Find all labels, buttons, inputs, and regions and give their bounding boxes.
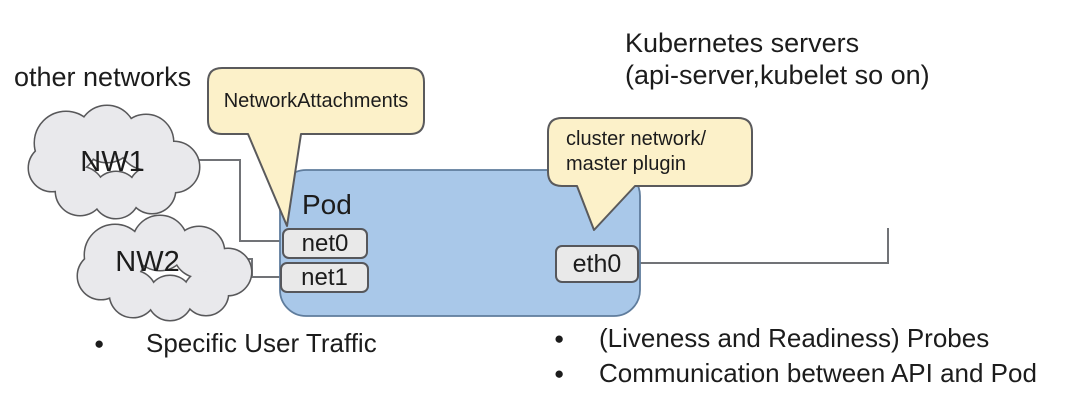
pod-box: [279, 169, 641, 317]
connector-eth0-to-kubernetes: [637, 228, 889, 264]
interface-eth0-label: eth0: [572, 249, 622, 278]
kubernetes-servers-line2: (api-server,kubelet so on): [625, 60, 930, 90]
callout-cluster-network-line1: cluster network/: [566, 128, 707, 150]
bullet-item: Specific User Traffic: [88, 326, 377, 361]
bullet-item: Communication between API and Pod: [548, 356, 1037, 391]
interface-net1: net1: [280, 262, 369, 293]
bullet-text: (Liveness and Readiness) Probes: [599, 323, 990, 353]
callout-cluster-network-text: cluster network/ master plugin: [566, 127, 746, 177]
kubernetes-servers-label: Kubernetes servers (api-server,kubelet s…: [625, 27, 930, 91]
interface-net1-label: net1: [301, 263, 348, 291]
callout-cluster-network-bubble: [547, 117, 753, 231]
bullet-dot-icon: [94, 335, 107, 352]
bullet-text: Specific User Traffic: [146, 328, 377, 358]
interface-net0: net0: [282, 228, 368, 259]
cloud-nw1-label: NW1: [80, 146, 145, 178]
bullet-item: (Liveness and Readiness) Probes: [548, 321, 1037, 356]
bullet-dot-icon: [554, 330, 567, 347]
callout-network-attachments-bubble: [207, 67, 425, 227]
pod-label: Pod: [302, 189, 352, 220]
bullet-list-right: (Liveness and Readiness) Probes Communic…: [548, 321, 1037, 391]
callout-network-attachments-text: NetworkAttachments: [223, 90, 409, 112]
bullet-text: Communication between API and Pod: [599, 358, 1037, 388]
interface-net0-label: net0: [301, 229, 349, 257]
bullet-dot-icon: [554, 365, 567, 382]
cloud-nw2-label: NW2: [115, 246, 180, 278]
callout-cluster-network-line2: master plugin: [566, 153, 687, 175]
interface-eth0: eth0: [555, 245, 639, 283]
bullet-list-left: Specific User Traffic: [88, 326, 377, 361]
connector-nw1-to-net0: [185, 159, 284, 242]
other-networks-label: other networks: [14, 62, 192, 92]
kubernetes-servers-line1: Kubernetes servers: [625, 28, 860, 58]
